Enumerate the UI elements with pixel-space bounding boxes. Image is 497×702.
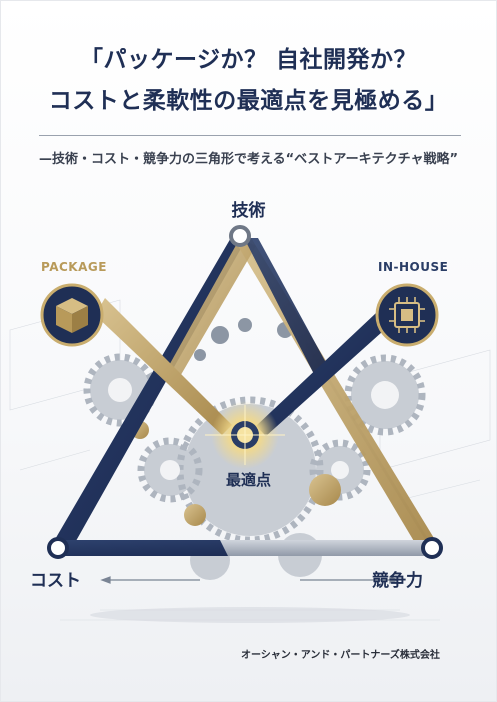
optimum-point-label: 最適点 <box>225 471 271 489</box>
circuit-chip-icon <box>375 283 439 347</box>
vertex-label-competitiveness: 競争力 <box>372 571 423 591</box>
vertex-label-technology: 技術 <box>231 201 266 221</box>
vertex-label-cost: コスト <box>30 571 81 591</box>
package-label: PACKAGE <box>41 260 107 274</box>
subtitle: —技術・コスト・競争力の三角形で考える“ベストアーキテクチャ戦略” <box>38 152 459 167</box>
inhouse-label: IN-HOUSE <box>378 260 449 274</box>
title-line-1: 「パッケージか？ 自社開発か？ <box>79 47 418 73</box>
vertex-nodes <box>47 225 443 559</box>
publisher-name: オーシャン・アンド・パートナーズ株式会社 <box>241 650 440 661</box>
title-line-2: コストと柔軟性の最適点を見極める」 <box>48 88 449 114</box>
package-box-icon <box>40 283 104 347</box>
title-divider <box>39 135 461 136</box>
